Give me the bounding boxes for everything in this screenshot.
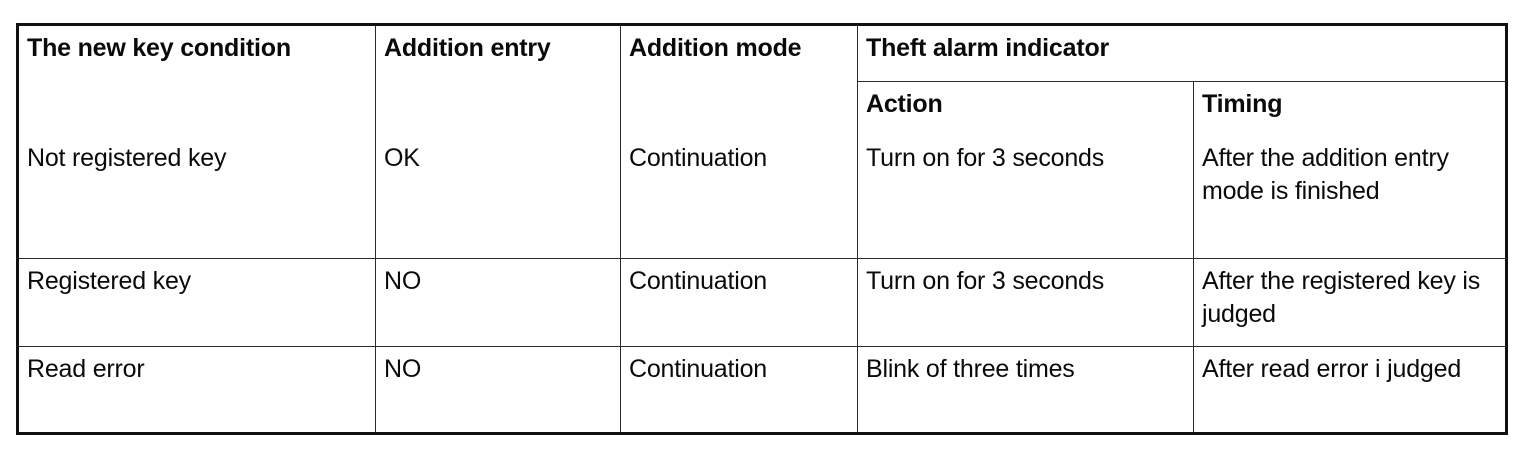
cell-mode: Continuation	[620, 135, 858, 259]
cell-entry: OK	[375, 135, 621, 259]
cell-action: Blink of three times	[857, 346, 1194, 434]
header-action: Action	[857, 81, 1194, 136]
cell-timing: After the registered key is judged	[1193, 258, 1507, 347]
cell-action: Turn on for 3 seconds	[857, 135, 1194, 259]
key-condition-table: The new key condition Addition entry Add…	[16, 23, 1509, 435]
cell-condition: Not registered key	[17, 135, 376, 259]
cell-entry: NO	[375, 258, 621, 347]
cell-mode: Continuation	[620, 258, 858, 347]
header-addition-entry: Addition entry	[375, 24, 621, 136]
cell-action: Turn on for 3 seconds	[857, 258, 1194, 347]
table-row: Read error NO Continuation Blink of thre…	[17, 346, 1507, 434]
header-theft-alarm-indicator: Theft alarm indicator	[857, 24, 1507, 82]
table-row: Not registered key OK Continuation Turn …	[17, 135, 1507, 259]
table-container: The new key condition Addition entry Add…	[16, 23, 1509, 435]
table-row: Registered key NO Continuation Turn on f…	[17, 258, 1507, 347]
table-header-row-secondary: Action Timing	[18, 81, 1507, 136]
cell-mode: Continuation	[620, 346, 858, 434]
header-timing: Timing	[1202, 90, 1283, 118]
cell-condition: Read error	[17, 346, 376, 434]
cell-condition: Registered key	[17, 258, 376, 347]
table-header-row-primary: The new key condition Addition entry Add…	[17, 24, 1507, 136]
cell-timing: After the addition entry mode is finishe…	[1193, 135, 1507, 259]
header-new-key-condition: The new key condition	[17, 24, 376, 136]
header-addition-mode: Addition mode	[620, 24, 858, 136]
cell-entry: NO	[375, 346, 621, 434]
cell-timing: After read error i judged	[1202, 355, 1462, 383]
